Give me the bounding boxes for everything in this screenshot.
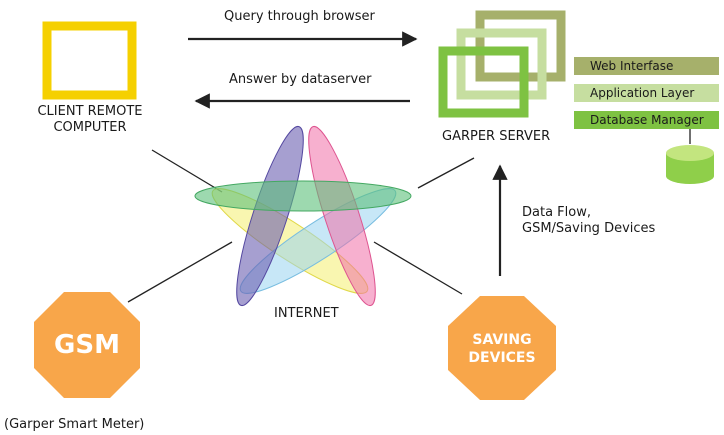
server-frame-middle <box>456 28 547 100</box>
layer-database-manager: Database Manager <box>574 111 719 129</box>
layer-application: Application Layer <box>574 84 719 102</box>
gsm-label: GSM <box>54 330 120 360</box>
saving-devices-line2: DEVICES <box>468 350 536 366</box>
saving-devices-octagon <box>448 296 556 400</box>
query-label: Query through browser <box>224 9 375 24</box>
saving-devices-label: SAVING DEVICES <box>448 331 556 367</box>
gsm-internet-line <box>127 241 233 303</box>
client-label-line2: COMPUTER <box>53 120 127 135</box>
database-icon <box>666 145 714 184</box>
client-label: CLIENT REMOTE COMPUTER <box>28 104 152 136</box>
server-label: GARPER SERVER <box>442 129 551 144</box>
data-flow-line2: GSM/Saving Devices <box>522 221 656 236</box>
client-label-line1: CLIENT REMOTE <box>37 104 143 119</box>
internet-label: INTERNET <box>274 306 339 321</box>
data-flow-line1: Data Flow, <box>522 205 591 220</box>
saving-devices-line1: SAVING <box>472 332 532 348</box>
client-computer-icon <box>42 21 137 100</box>
gsm-octagon <box>34 292 140 398</box>
saving-internet-line <box>373 241 463 295</box>
layer-web-interface: Web Interfase <box>574 57 719 75</box>
data-flow-label: Data Flow, GSM/Saving Devices <box>522 205 655 237</box>
answer-label: Answer by dataserver <box>229 72 372 87</box>
gsm-caption: (Garper Smart Meter) <box>4 417 145 432</box>
internet-star-icon <box>194 125 412 307</box>
client-internet-line <box>151 149 223 193</box>
server-internet-line <box>417 157 475 189</box>
server-frame-front <box>438 46 529 118</box>
